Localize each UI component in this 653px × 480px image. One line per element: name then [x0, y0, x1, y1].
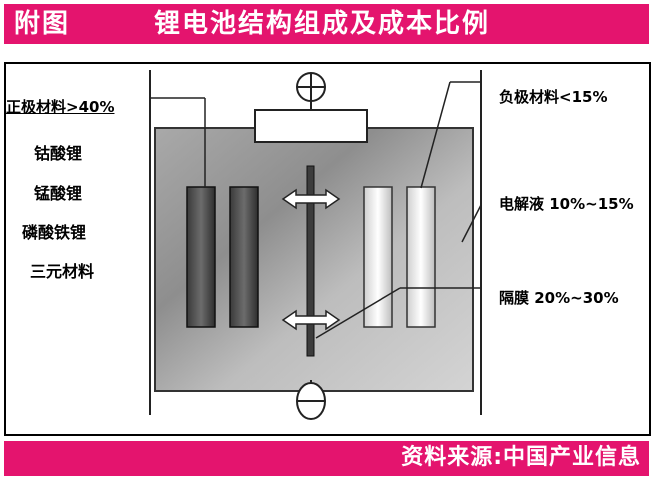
cathode-item-label: 锰酸锂: [34, 184, 83, 203]
cathode-item-label: 钴酸锂: [34, 144, 83, 163]
separator-membrane: [306, 165, 315, 357]
anode-pointer-diag: [420, 81, 451, 189]
cathode-rod-1: [186, 186, 216, 328]
separator-pointer-diag: [315, 287, 401, 339]
cathode-title-label: 正极材料>40%: [6, 98, 115, 116]
cathode-item-label: 三元材料: [30, 262, 95, 281]
source-label: 资料来源:中国产业信息: [401, 445, 641, 470]
ion-arrow-lower: [281, 309, 341, 331]
figure-label: 附图: [14, 9, 71, 39]
cathode-item-label: 磷酸铁锂: [22, 223, 87, 242]
electrolyte-label: 电解液 10%~15%: [499, 195, 634, 213]
anode-rod-1: [363, 186, 393, 328]
figure-title: 锂电池结构组成及成本比例: [154, 9, 491, 39]
terminal-bar: [254, 109, 368, 143]
cathode-rod-2: [229, 186, 259, 328]
anode-label: 负极材料<15%: [499, 88, 608, 106]
header-bar: 附图 锂电池结构组成及成本比例: [4, 4, 649, 44]
ion-arrow-upper: [281, 188, 341, 210]
footer-bar: 资料来源:中国产业信息: [4, 441, 649, 476]
anode-rod-2: [406, 186, 436, 328]
separator-label: 隔膜 20%~30%: [499, 289, 619, 307]
electrolyte-pointer: [461, 204, 482, 243]
